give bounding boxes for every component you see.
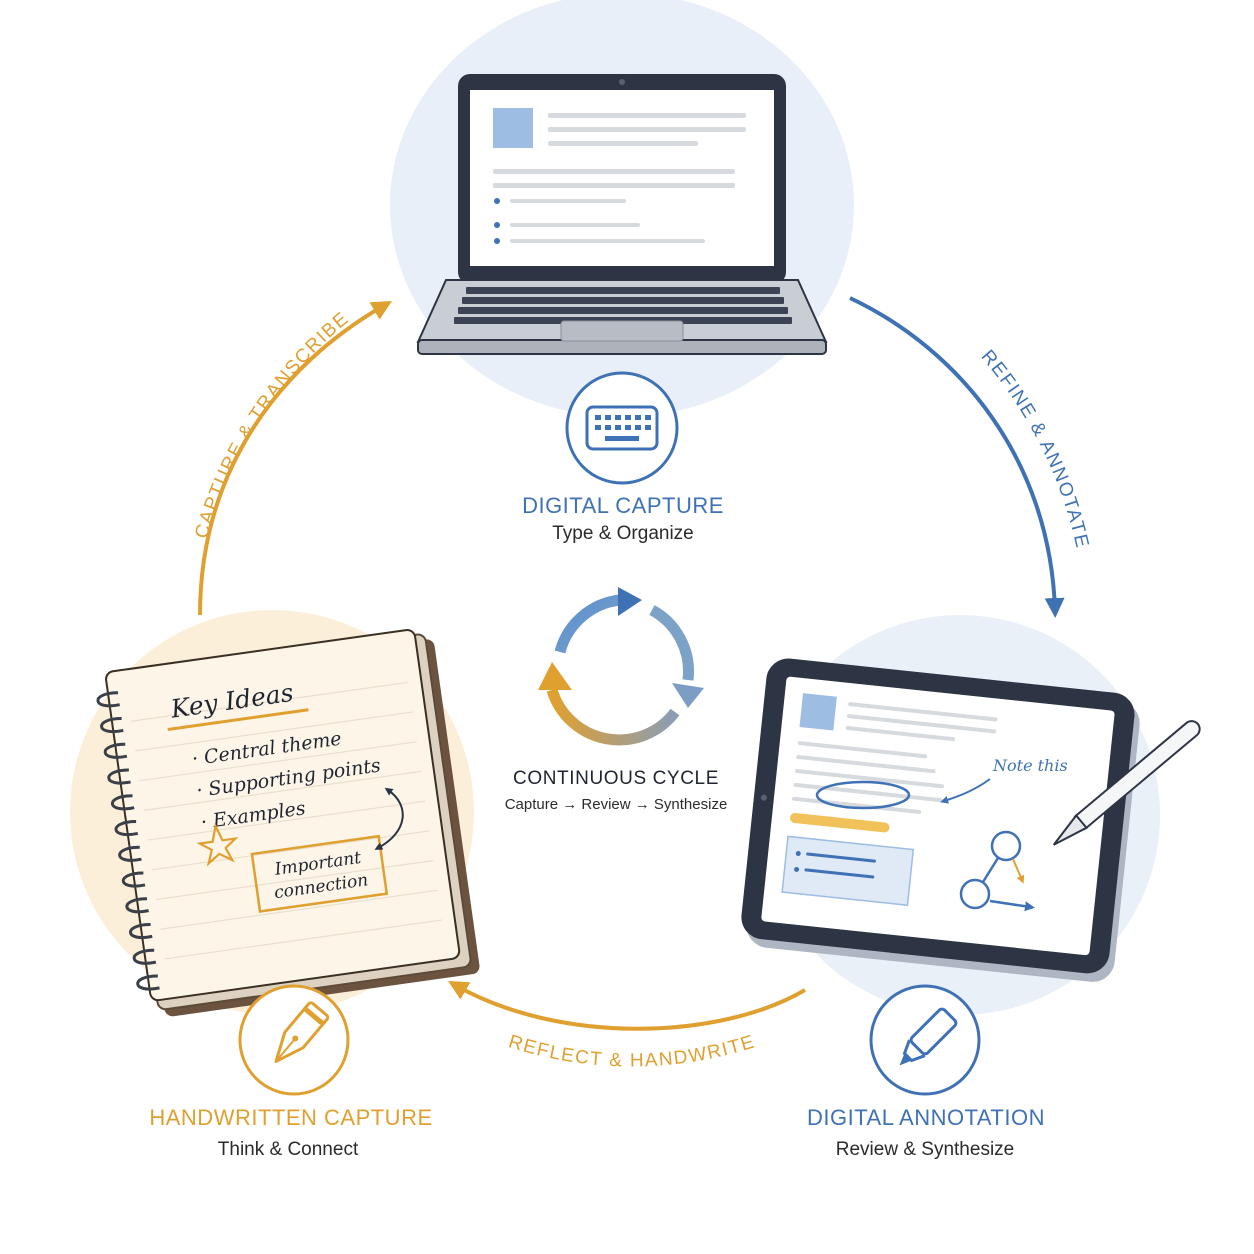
- tablet-note: Note this: [992, 756, 1068, 775]
- notebook-illustration: Key Ideas · Central theme · Supporting p…: [96, 629, 480, 1017]
- star-doodle: [196, 822, 239, 867]
- reflect-handwrite-label: REFLECT & HANDWRITE: [506, 1031, 758, 1071]
- digital-annotation-subtitle: Review & Synthesize: [836, 1139, 1014, 1160]
- digital-capture-subtitle: Type & Organize: [552, 523, 694, 544]
- center-title: CONTINUOUS CYCLE: [513, 768, 719, 789]
- refine-annotate-label: REFINE & ANNOTATE: [977, 346, 1093, 551]
- digital-capture-title: DIGITAL CAPTURE: [522, 493, 724, 518]
- highlighter-icon: [869, 984, 981, 1096]
- refine-annotate-arrow: [849, 296, 1065, 618]
- keyboard-icon: [565, 371, 679, 485]
- reflect-handwrite-arrow: [448, 981, 807, 1031]
- laptop-illustration: [416, 74, 828, 355]
- center-subtitle: Capture → Review → Synthesize: [505, 796, 728, 813]
- tablet-illustration: Note this: [741, 658, 1201, 982]
- capture-transcribe-label: CAPTURE & TRANSCRIBE: [191, 308, 353, 541]
- handwritten-capture-subtitle: Think & Connect: [218, 1139, 359, 1160]
- digital-annotation-title: DIGITAL ANNOTATION: [807, 1105, 1045, 1130]
- handwritten-capture-title: HANDWRITTEN CAPTURE: [149, 1105, 432, 1130]
- fountain-pen-icon: [238, 984, 350, 1096]
- cycle-icon: [538, 587, 704, 746]
- capture-transcribe-arrow: [198, 301, 392, 616]
